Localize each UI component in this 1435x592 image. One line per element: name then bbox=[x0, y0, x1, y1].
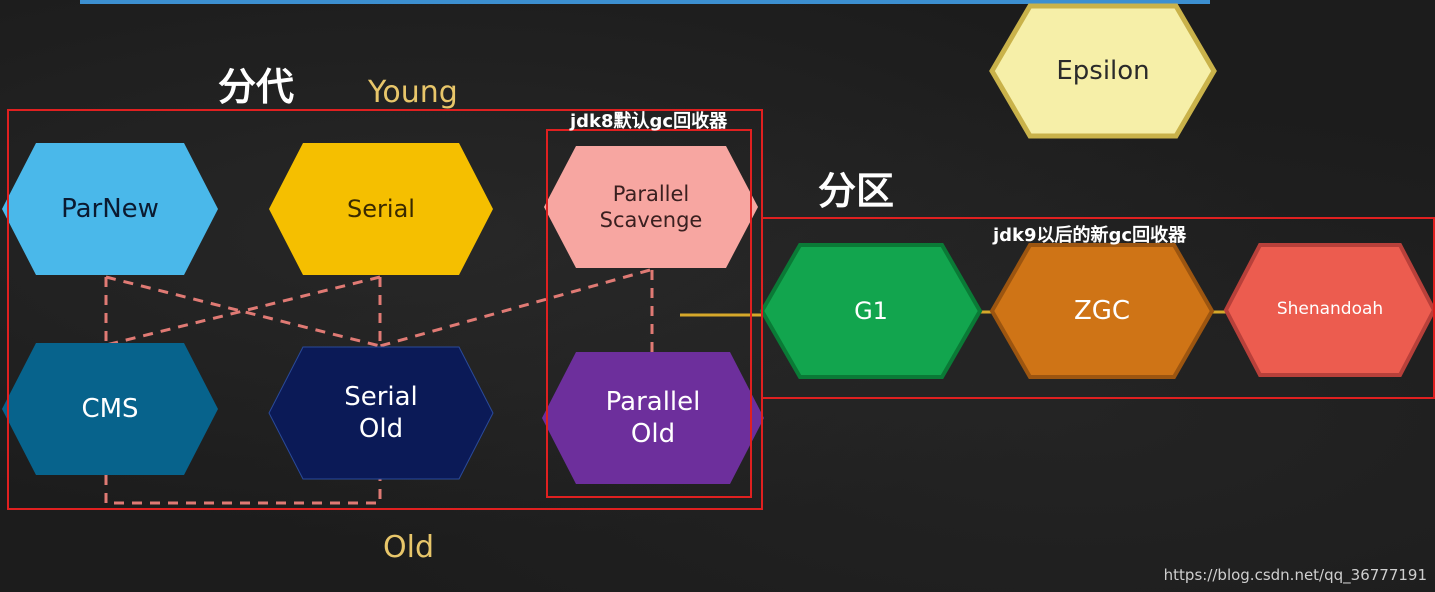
parnew-label: ParNew bbox=[61, 193, 159, 224]
parallel-old-hexagon bbox=[542, 352, 764, 484]
link-parnew-serial-old bbox=[105, 275, 381, 348]
link-serial-cms bbox=[105, 275, 381, 347]
shenandoah-hexagon bbox=[1223, 243, 1435, 377]
young-label: Young bbox=[368, 75, 458, 110]
epsilon-label: Epsilon bbox=[1056, 55, 1150, 86]
cms-hexagon bbox=[2, 343, 218, 475]
link-parallel-scavenge-serial-old bbox=[379, 268, 651, 348]
epsilon-hexagon bbox=[989, 3, 1217, 139]
compatibility-lines bbox=[104, 268, 654, 505]
serial-old-hexagon bbox=[268, 346, 494, 480]
top-accent-bar bbox=[80, 0, 1210, 4]
parnew-hexagon bbox=[2, 143, 218, 275]
g1-label: G1 bbox=[854, 297, 888, 325]
parallel-scavenge-label-line1: Parallel bbox=[612, 181, 690, 206]
parallel-old-label: Parallel Old bbox=[542, 352, 764, 484]
old-label: Old bbox=[383, 530, 434, 565]
jdk8-default-note: jdk8默认gc回收器 bbox=[570, 111, 728, 132]
zgc-hexagon bbox=[989, 243, 1215, 379]
link-cms-serial-old bbox=[104, 475, 382, 505]
serial-old-label-line2: Old bbox=[358, 414, 404, 444]
regional-heading: 分区 bbox=[818, 169, 895, 213]
zgc-label: ZGC bbox=[1073, 295, 1131, 326]
parallel-old-label-line1: Parallel bbox=[605, 386, 701, 417]
serial-old-label-line1: Serial bbox=[344, 381, 418, 412]
cms-label: CMS bbox=[81, 393, 139, 424]
shenandoah-label: Shenandoah bbox=[1276, 299, 1384, 320]
parallel-scavenge-hexagon bbox=[544, 146, 758, 268]
serial-label: Serial bbox=[347, 195, 415, 223]
parallel-scavenge-label: Parallel Scavenge bbox=[544, 146, 758, 268]
parallel-scavenge-label-line2: Scavenge bbox=[599, 208, 703, 232]
jdk8-default-frame bbox=[546, 129, 752, 498]
parallel-old-label-line2: Old bbox=[630, 419, 676, 449]
jdk9-frame bbox=[761, 217, 1435, 399]
serial-hexagon bbox=[269, 143, 493, 275]
source-watermark: https://blog.csdn.net/qq_36777191 bbox=[1163, 566, 1427, 584]
serial-old-label: Serial Old bbox=[269, 347, 493, 479]
jdk9-new-note: jdk9以后的新gc回收器 bbox=[993, 225, 1187, 246]
generational-heading: 分代 bbox=[218, 65, 295, 109]
regional-connectors bbox=[680, 310, 1226, 317]
